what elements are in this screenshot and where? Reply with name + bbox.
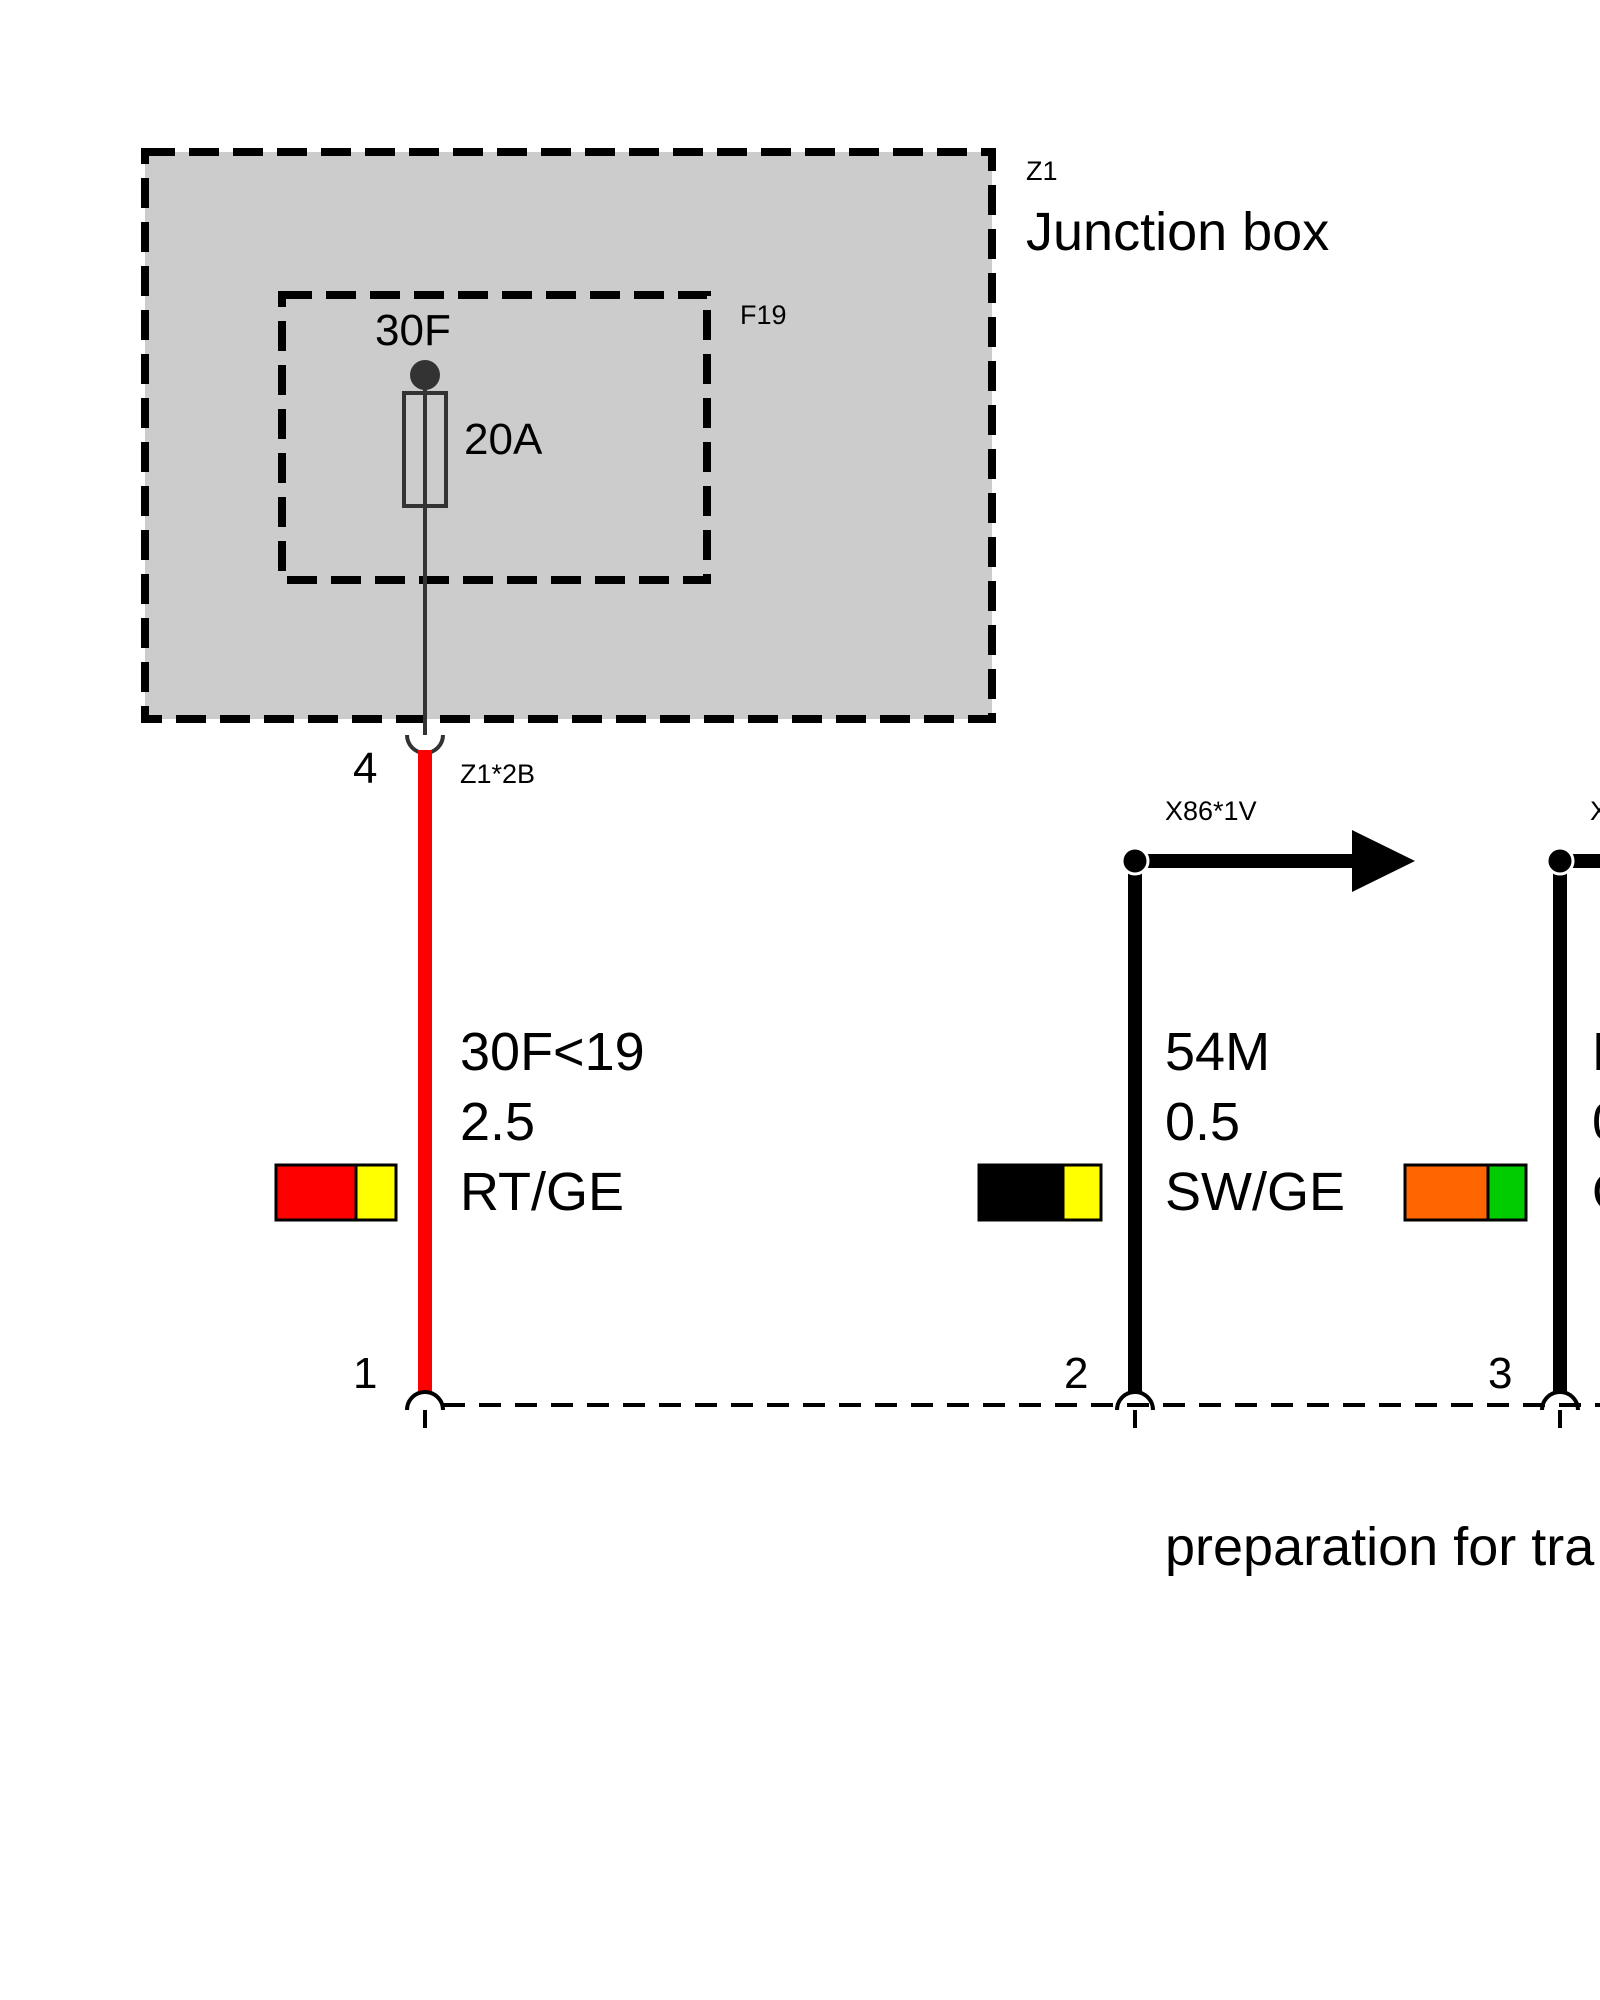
junction-box-outline xyxy=(141,148,996,723)
wire-1: 30F<19 2.5 RT/GE 1 xyxy=(274,750,645,1411)
wire-3-color-swatch xyxy=(1403,1163,1528,1222)
connector-x86-1v-id: X86*1V xyxy=(1165,796,1257,826)
connector-z1-2b-id: Z1*2B xyxy=(460,759,535,789)
wire-1-swatch-stripe xyxy=(354,1163,398,1222)
wire-2-node xyxy=(1120,846,1150,876)
wire-3-swatch-main xyxy=(1403,1163,1490,1222)
wire-2-socket xyxy=(1115,1390,1155,1411)
connector-z1-2b: 4 Z1*2B xyxy=(353,734,535,793)
junction-box-name: Junction box xyxy=(1026,202,1329,262)
wire-2-swatch-main xyxy=(977,1163,1065,1222)
wire-2: X86*1V 54M 0.5 SW/GE 2 xyxy=(977,796,1415,1411)
wire-1-signal: 30F<19 xyxy=(460,1022,645,1082)
connector-x-partial-id: X xyxy=(1590,796,1600,826)
wire-2-signal: 54M xyxy=(1165,1022,1270,1082)
wire-2-arrow-head xyxy=(1352,830,1415,892)
fuse-f19: F19 30F 20A xyxy=(278,291,787,735)
wire-3-socket xyxy=(1540,1390,1580,1411)
wire-3-pin: 3 xyxy=(1488,1349,1512,1398)
junction-box: Z1 Junction box xyxy=(141,148,1329,723)
wire-2-pin: 2 xyxy=(1064,1349,1088,1398)
wire-2-color-swatch xyxy=(977,1163,1103,1222)
wire-1-color-swatch xyxy=(274,1163,398,1222)
fuse-terminal-label: 30F xyxy=(375,306,451,355)
wire-2-color-code: SW/GE xyxy=(1165,1162,1345,1222)
fuse-rating: 20A xyxy=(464,415,543,464)
connector-pin-4: 4 xyxy=(353,744,377,793)
wire-1-socket xyxy=(405,1390,445,1411)
wire-2-swatch-stripe xyxy=(1061,1163,1103,1222)
wire-1-pin: 1 xyxy=(353,1349,377,1398)
connector-housing xyxy=(423,1403,1600,1428)
fuse-id: F19 xyxy=(740,300,787,330)
junction-box-id: Z1 xyxy=(1026,156,1058,186)
wire-3: X K 0 O 3 xyxy=(1403,796,1600,1411)
wire-3-color-code: O xyxy=(1592,1162,1600,1222)
wire-3-swatch-stripe xyxy=(1486,1163,1528,1222)
fuse-box-outline xyxy=(278,291,711,584)
footer-caption: preparation for tra xyxy=(1165,1517,1595,1577)
wire-1-swatch-main xyxy=(274,1163,358,1222)
wire-1-cross-section: 2.5 xyxy=(460,1092,535,1152)
wire-3-signal: K xyxy=(1592,1022,1600,1082)
wire-3-node xyxy=(1545,846,1575,876)
wire-2-cross-section: 0.5 xyxy=(1165,1092,1240,1152)
wire-1-color-code: RT/GE xyxy=(460,1162,624,1222)
wire-3-cross-section: 0 xyxy=(1592,1092,1600,1152)
